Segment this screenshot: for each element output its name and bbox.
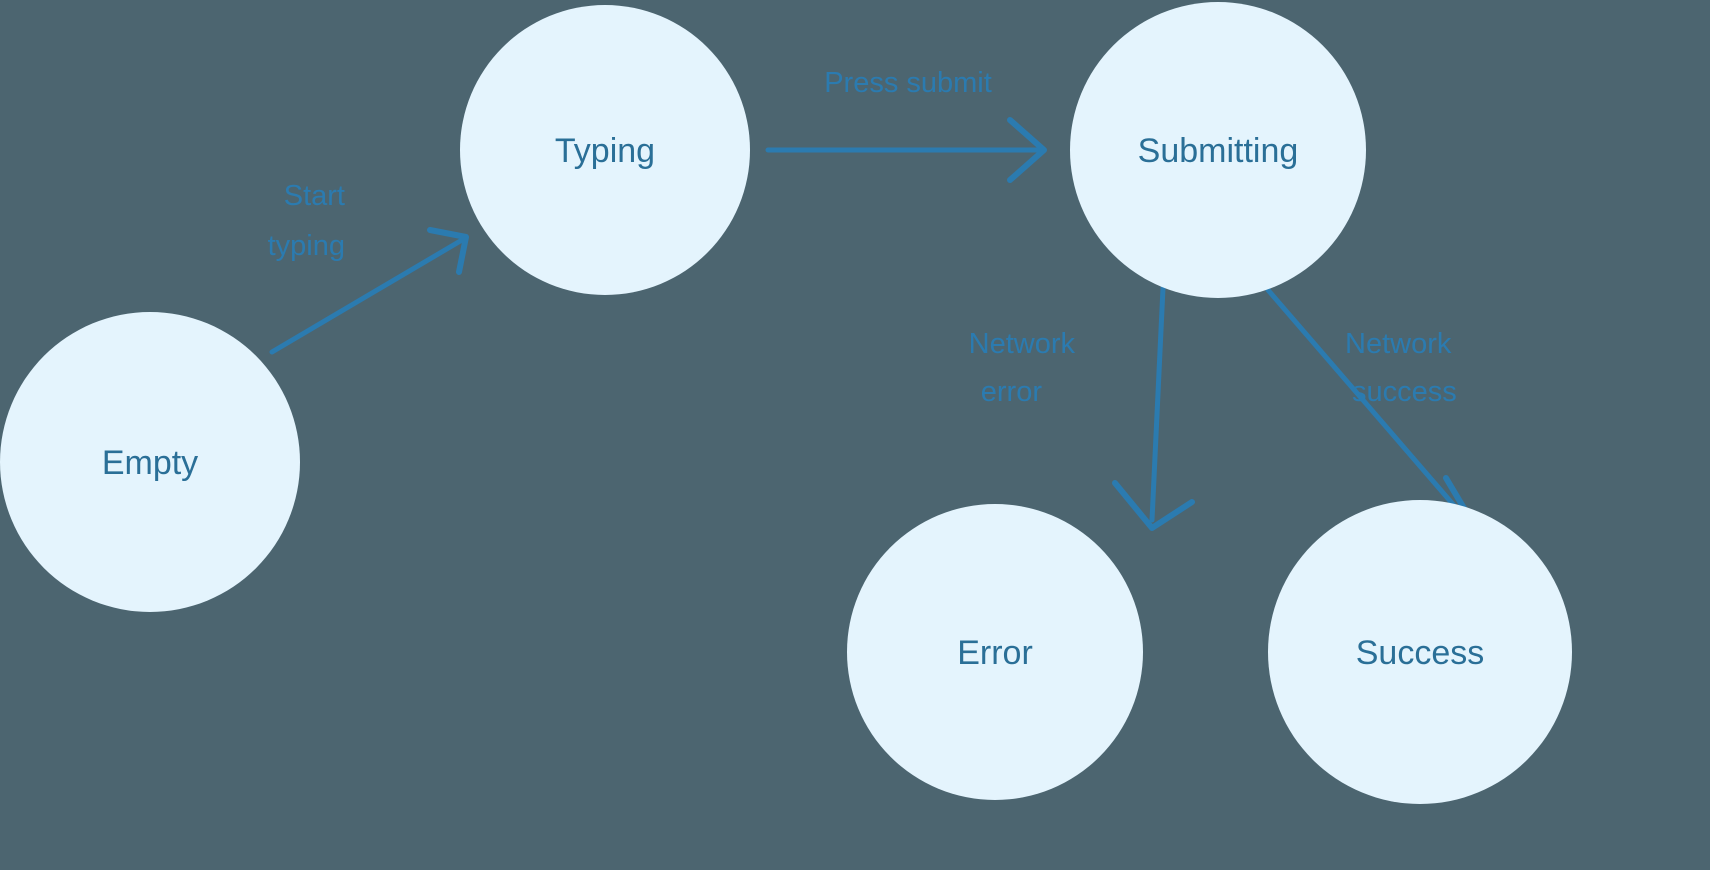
node-error-circle	[847, 504, 1143, 800]
edge-line-submitting-to-success	[1265, 287, 1473, 527]
edge-label-line-1: Network	[1345, 328, 1452, 360]
edge-line-empty-to-typing	[269, 237, 465, 355]
node-typing-label: Typing	[555, 132, 655, 170]
node-success-label: Success	[1356, 634, 1485, 672]
node-error[interactable]: Error	[847, 504, 1143, 800]
node-typing[interactable]: Typing	[460, 5, 750, 295]
node-typing-circle	[460, 5, 750, 295]
arrowhead-empty-to-typing	[427, 227, 469, 275]
node-success-circle	[1268, 500, 1572, 804]
node-empty[interactable]: Empty	[0, 312, 300, 612]
edge-label-line-2: error	[981, 376, 1043, 408]
edge-label-typing-to-submitting: Press submit	[824, 67, 992, 99]
node-submitting-label: Submitting	[1138, 132, 1299, 170]
edge-label-line-2: success	[1352, 376, 1457, 408]
edge-typing-to-submitting[interactable]	[765, 117, 1047, 183]
arrowhead-submitting-to-error	[1112, 480, 1195, 531]
edge-submitting-to-success[interactable]	[1265, 287, 1480, 534]
node-submitting[interactable]: Submitting	[1070, 2, 1366, 298]
edge-label-line-1: Network	[969, 328, 1076, 360]
arrowhead-typing-to-submitting	[1007, 117, 1047, 183]
node-empty-circle	[0, 312, 300, 612]
edge-label-submitting-to-success: Network success	[1345, 328, 1457, 408]
node-error-label: Error	[957, 634, 1033, 672]
edge-line-submitting-to-error	[1149, 285, 1166, 523]
edge-label-empty-to-typing: Start typing	[268, 180, 345, 262]
edge-label-submitting-to-error: Network error	[969, 328, 1076, 408]
node-empty-label: Empty	[102, 444, 198, 482]
edge-label-line-2: typing	[268, 230, 345, 262]
node-submitting-circle	[1070, 2, 1366, 298]
edge-label-line-1: Press submit	[824, 67, 992, 99]
edge-submitting-to-error[interactable]	[1112, 285, 1195, 531]
edge-empty-to-typing[interactable]	[269, 227, 469, 355]
edge-label-line-1: Start	[284, 180, 345, 212]
node-success[interactable]: Success	[1268, 500, 1572, 804]
